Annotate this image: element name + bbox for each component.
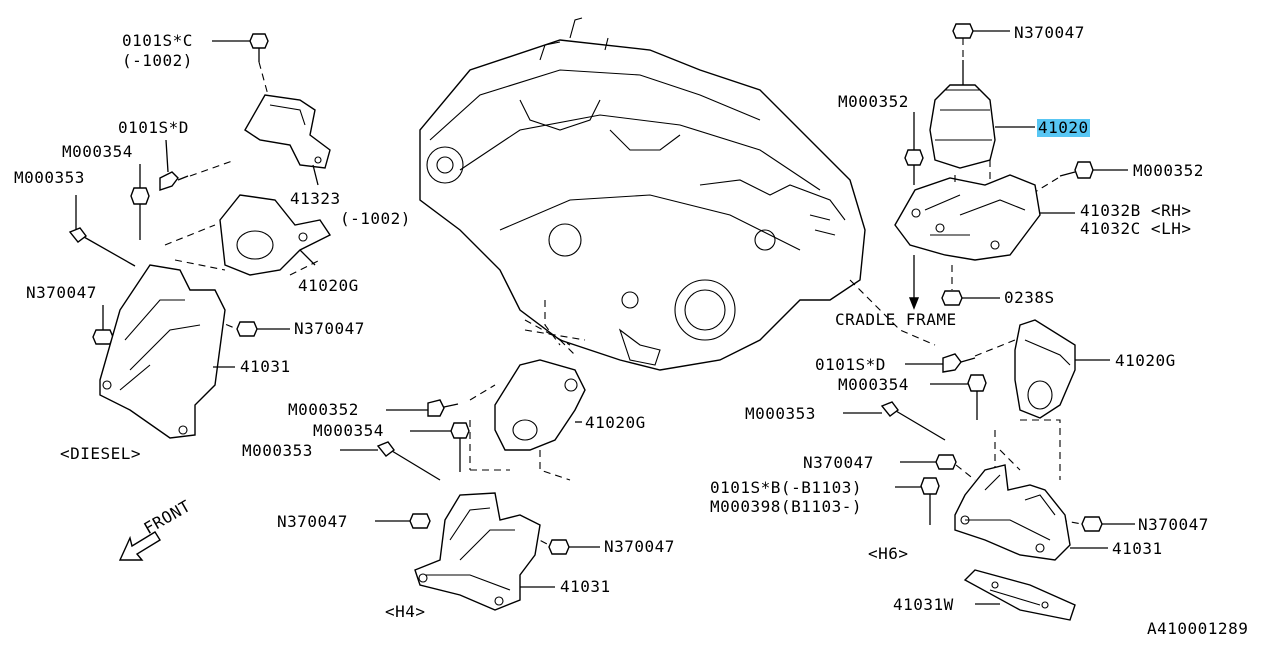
label-M000354-h6: M000354 [838,375,909,394]
nut-N370047-top [952,23,1010,85]
nut-N370047-left2 [214,319,290,337]
label-0238S: 0238S [1004,288,1055,307]
bracket-41031-h4 [414,492,555,611]
label-M000398: M000398(B1103-) [710,497,862,516]
bolt-0101SD-h6 [905,339,1016,373]
label-0101S-D-h6: 0101S*D [815,355,886,374]
bolt-0101SB-h6 [895,477,940,525]
label-N370047-left: N370047 [26,283,97,302]
label-minus1002-a: (-1002) [122,51,193,70]
label-41031-h4: 41031 [560,577,611,596]
nut-N370047-left [92,305,114,345]
mount-41020G-h6 [994,319,1110,480]
bolt-M000353-h4 [340,441,441,481]
label-M000354-h4: M000354 [313,421,384,440]
label-N370047-h6-right: N370047 [1138,515,1209,534]
label-41031W: 41031W [893,595,954,614]
label-M000352-h4: M000352 [288,400,359,419]
label-41031-left: 41031 [240,357,291,376]
label-41032C: 41032C <LH> [1080,219,1192,238]
label-h6: <H6> [868,544,909,563]
label-minus1002-b: (-1002) [340,209,411,228]
label-41020G-h6: 41020G [1115,351,1176,370]
label-h4: <H4> [385,602,426,621]
bolt-M000352-right-a [904,112,924,185]
label-N370047-top: N370047 [1014,23,1085,42]
label-0101S-B: 0101S*B(-B1103) [710,478,862,497]
bolt-M000354-h6 [930,374,987,420]
bolt-M000353-h6 [843,401,946,441]
engine-mount-41020 [929,84,1035,169]
label-M000352-right-b: M000352 [1133,161,1204,180]
plate-41031W [963,569,1076,621]
bolt-M000354-h4 [410,422,470,472]
bracket-41031-left [99,264,235,439]
diagram-id: A410001289 [1147,619,1249,638]
label-41323: 41323 [290,189,341,208]
label-diesel: <DIESEL> [60,444,142,463]
nut-N370047-h4-right [529,534,600,555]
nut-N370047-h6-right [1059,516,1135,532]
label-41032B: 41032B <RH> [1080,201,1192,220]
label-M000353-h6: M000353 [745,404,816,423]
engine-block [419,17,866,371]
label-N370047-h4-right: N370047 [604,537,675,556]
nut-0238S [941,265,1000,306]
label-M000354-left: M000354 [62,142,133,161]
label-41020G-h4: 41020G [585,413,646,432]
label-41031-h6: 41031 [1112,539,1163,558]
front-arrow [118,531,161,561]
bracket-41323 [244,94,331,186]
label-N370047-h4-left: N370047 [277,512,348,531]
label-M000353-left: M000353 [14,168,85,187]
label-0101S-D-left: 0101S*D [118,118,189,137]
bolt-0101SC [212,33,269,96]
cradle-frame-arrow [908,255,920,310]
label-M000353-h4: M000353 [242,441,313,460]
bolt-M000354-left [130,164,150,240]
bolt-M000352-right-b [1034,161,1128,193]
bracket-41032 [894,160,1075,261]
label-N370047-left2: N370047 [294,319,365,338]
label-M000352-right-a: M000352 [838,92,909,111]
bracket-41031-h6 [954,464,1108,561]
nut-N370047-h4-left [375,513,431,529]
label-0101S-C: 0101S*C [122,31,193,50]
bolt-M000353-left [68,195,136,267]
mount-41020G-h4 [469,319,586,481]
label-N370047-h6-left: N370047 [803,453,874,472]
label-41020-highlighted[interactable]: 41020 [1037,118,1090,137]
label-cradle-frame: CRADLE FRAME [835,310,957,329]
bolt-0101SD-left [159,139,236,191]
nut-N370047-h6-left [900,454,976,481]
bolt-M000352-h4 [386,399,459,417]
label-41020G-left: 41020G [298,276,359,295]
mount-41020G-left [164,194,332,276]
